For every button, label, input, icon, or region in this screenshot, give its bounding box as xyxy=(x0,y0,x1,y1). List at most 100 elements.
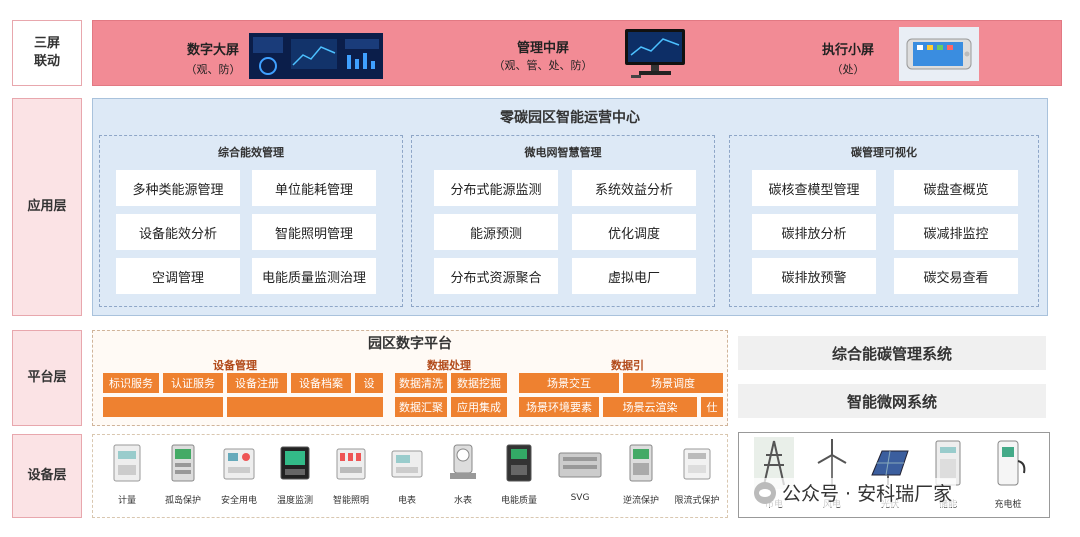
module-item[interactable]: 优化调度 xyxy=(572,214,696,250)
module-item[interactable]: 碳盘查概览 xyxy=(894,170,1018,206)
platform-item[interactable]: 场景调度 xyxy=(623,373,723,393)
module-item[interactable]: 碳交易查看 xyxy=(894,258,1018,294)
device-island-protection: 孤岛保护 xyxy=(155,439,211,506)
platform-item[interactable]: 数据清洗 xyxy=(395,373,447,393)
screen-subtitle: （观、管、处、防） xyxy=(493,59,593,72)
protection-device-icon xyxy=(171,444,195,482)
module-item[interactable]: 分布式能源监测 xyxy=(434,170,558,206)
lighting-module-icon xyxy=(336,448,366,480)
wechat-icon xyxy=(754,481,776,504)
power-quality-icon xyxy=(506,444,532,482)
reverse-protection-icon xyxy=(629,444,653,482)
platform-item[interactable]: 应用集成 xyxy=(451,397,507,417)
module-item[interactable]: 能源预测 xyxy=(434,214,558,250)
electric-meter-icon xyxy=(391,450,423,478)
platform-item[interactable]: 认证服务 xyxy=(163,373,223,393)
device-power-quality: 电能质量 xyxy=(491,439,547,506)
module-item[interactable]: 碳排放预警 xyxy=(752,258,876,294)
dashboard-screen-icon xyxy=(249,33,383,79)
solar-panel-icon xyxy=(871,450,909,485)
system-integrated-energy-carbon[interactable]: 综合能碳管理系统 xyxy=(738,336,1046,370)
device-electric-meter: 电表 xyxy=(379,439,435,506)
platform-item-filler xyxy=(103,397,223,417)
screen-subtitle: （处） xyxy=(831,63,865,76)
screen-subtitle: （观、防） xyxy=(185,63,241,76)
device-reverse-flow-protection: 逆流保护 xyxy=(613,439,669,506)
module-item[interactable]: 分布式资源聚合 xyxy=(434,258,558,294)
device-label: 孤岛保护 xyxy=(164,496,201,506)
wechat-watermark: 公众号 · 安科瑞厂家 xyxy=(750,478,957,507)
application-center: 零碳园区智能运营中心 综合能效管理 多种类能源管理 单位能耗管理 设备能效分析 … xyxy=(92,98,1048,316)
platform-item[interactable]: 仕 xyxy=(701,397,723,417)
energy-label: 充电桩 xyxy=(994,500,1022,510)
platform-group-title: 数据引 xyxy=(611,359,644,372)
device-label: 电表 xyxy=(397,496,416,506)
svg-cabinet-icon xyxy=(558,452,602,478)
module-item[interactable]: 系统效益分析 xyxy=(572,170,696,206)
thermometer-panel-icon xyxy=(280,446,310,480)
layer-label-linkage: 三屏 联动 xyxy=(12,20,82,86)
group-title: 碳管理可视化 xyxy=(851,146,917,159)
three-screen-banner: 数字大屏 （观、防） 管理中屏 （观、管、处、防） 执行小屏 xyxy=(92,20,1062,86)
layer-label-device: 设备层 xyxy=(12,434,82,518)
module-item[interactable]: 空调管理 xyxy=(116,258,240,294)
platform-item[interactable]: 设 xyxy=(355,373,383,393)
monitor-icon xyxy=(625,29,685,78)
device-label: 水表 xyxy=(453,496,472,506)
platform-item[interactable]: 设备注册 xyxy=(227,373,287,393)
module-item[interactable]: 碳排放分析 xyxy=(752,214,876,250)
group-title: 综合能效管理 xyxy=(218,146,284,159)
device-label: 智能照明 xyxy=(332,496,369,506)
device-label: 限流式保护 xyxy=(674,496,720,506)
meter-icon xyxy=(113,444,141,482)
layer-label-application: 应用层 xyxy=(12,98,82,316)
screen-title: 执行小屏 xyxy=(821,43,874,58)
charging-station-icon xyxy=(997,440,1026,486)
layer-label-platform: 平台层 xyxy=(12,330,82,426)
device-label: 温度监测 xyxy=(276,496,313,506)
module-item[interactable]: 碳核查模型管理 xyxy=(752,170,876,206)
platform-group-title: 设备管理 xyxy=(213,359,257,372)
platform-group-data-processing: 数据处理 数据清洗 数据挖掘 数据汇聚 应用集成 xyxy=(395,355,507,419)
screen-title: 管理中屏 xyxy=(516,41,569,56)
module-item[interactable]: 单位能耗管理 xyxy=(252,170,376,206)
device-row: 计量 孤岛保护 安全用电 温度监测 智能照明 电表 水表 电能质量 SVG 逆流… xyxy=(92,434,728,518)
device-label: 安全用电 xyxy=(220,496,257,506)
device-label: 电能质量 xyxy=(500,496,537,506)
platform-item[interactable]: 数据挖掘 xyxy=(451,373,507,393)
safety-device-icon xyxy=(223,448,255,480)
device-smart-lighting: 智能照明 xyxy=(323,439,379,506)
group-microgrid: 微电网智慧管理 分布式能源监测 系统效益分析 能源预测 优化调度 分布式资源聚合… xyxy=(411,135,715,307)
platform-item[interactable]: 数据汇聚 xyxy=(395,397,447,417)
screen-digital-large: 数字大屏 （观、防） xyxy=(93,21,393,87)
module-item[interactable]: 设备能效分析 xyxy=(116,214,240,250)
module-item[interactable]: 虚拟电厂 xyxy=(572,258,696,294)
module-item[interactable]: 碳减排监控 xyxy=(894,214,1018,250)
battery-cabinet-icon xyxy=(935,440,961,486)
platform-title: 园区数字平台 xyxy=(368,336,452,352)
watermark-text: 公众号 · 安科瑞厂家 xyxy=(782,483,953,505)
device-water-meter: 水表 xyxy=(435,439,491,506)
platform-item[interactable]: 设备档案 xyxy=(291,373,351,393)
platform-item[interactable]: 标识服务 xyxy=(103,373,159,393)
device-metering: 计量 xyxy=(99,439,155,506)
platform-item[interactable]: 场景云渲染 xyxy=(603,397,697,417)
device-safe-power: 安全用电 xyxy=(211,439,267,506)
current-limit-icon xyxy=(683,448,711,480)
group-energy-efficiency: 综合能效管理 多种类能源管理 单位能耗管理 设备能效分析 智能照明管理 空调管理… xyxy=(99,135,403,307)
device-label: SVG xyxy=(570,493,590,503)
group-carbon: 碳管理可视化 碳核查模型管理 碳盘查概览 碳排放分析 碳减排监控 碳排放预警 碳… xyxy=(729,135,1039,307)
module-item[interactable]: 智能照明管理 xyxy=(252,214,376,250)
platform-group-data-engine: 数据引 场景交互 场景调度 场景环境要素 场景云渲染 仕 xyxy=(519,355,723,419)
device-label: 逆流保护 xyxy=(622,496,659,506)
device-temperature: 温度监测 xyxy=(267,439,323,506)
device-svg: SVG xyxy=(547,439,613,503)
screen-management-mid: 管理中屏 （观、管、处、防） xyxy=(473,21,733,87)
platform-item[interactable]: 场景环境要素 xyxy=(519,397,599,417)
module-item[interactable]: 电能质量监测治理 xyxy=(252,258,376,294)
platform-group-title: 数据处理 xyxy=(427,359,471,372)
water-meter-icon xyxy=(450,444,476,479)
platform-item[interactable]: 场景交互 xyxy=(519,373,619,393)
system-smart-microgrid[interactable]: 智能微网系统 xyxy=(738,384,1046,418)
module-item[interactable]: 多种类能源管理 xyxy=(116,170,240,206)
